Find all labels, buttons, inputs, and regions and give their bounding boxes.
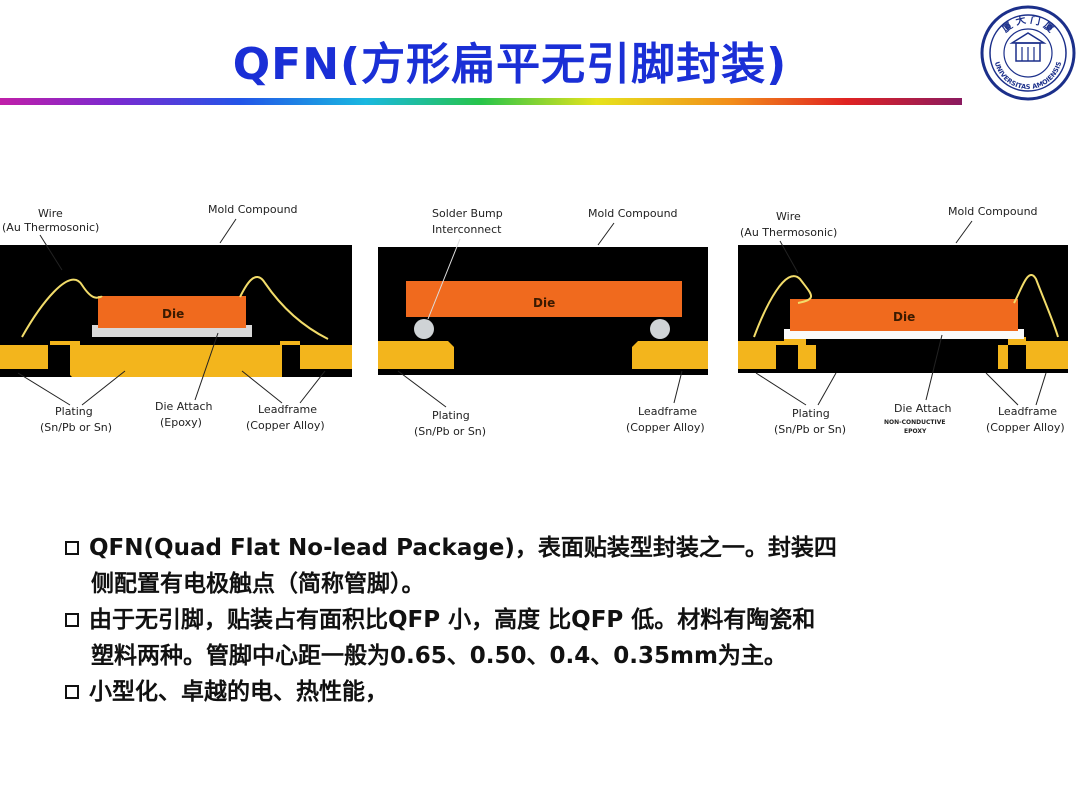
qfn-flip-chip-diagram: Die Solder Bump Interconnect Mold Compou… bbox=[378, 207, 708, 438]
leadframe-label: Leadframe (Copper Alloy) bbox=[626, 405, 705, 434]
svg-text:Plating: Plating bbox=[55, 405, 93, 418]
die-label: Die bbox=[893, 310, 915, 324]
plating-label: Plating (Sn/Pb or Sn) bbox=[414, 409, 486, 438]
mold-compound-label: Mold Compound bbox=[948, 205, 1038, 218]
qfn-nonconductive-epoxy-diagram: Die Wire (Au Thermosonic) Mold Compound … bbox=[738, 205, 1068, 436]
svg-text:(Au Thermosonic): (Au Thermosonic) bbox=[2, 221, 99, 234]
bullet-item: 由于无引脚，贴装占有面积比QFP 小，高度 比QFP 低。材料有陶瓷和 塑料两种… bbox=[65, 602, 1045, 674]
svg-text:Wire: Wire bbox=[38, 207, 63, 220]
square-bullet-icon bbox=[65, 613, 79, 627]
svg-text:Leadframe: Leadframe bbox=[638, 405, 697, 418]
svg-text:(Sn/Pb or Sn): (Sn/Pb or Sn) bbox=[40, 421, 112, 434]
plating-label: Plating (Sn/Pb or Sn) bbox=[774, 407, 846, 436]
svg-text:Interconnect: Interconnect bbox=[432, 223, 502, 236]
svg-text:Plating: Plating bbox=[792, 407, 830, 420]
svg-text:Wire: Wire bbox=[776, 210, 801, 223]
university-seal-logo: 厦 大 门 厦 UNIVERSITAS AMOIENSIS bbox=[980, 5, 1076, 101]
mold-compound-label: Mold Compound bbox=[208, 203, 298, 216]
wire-label: Wire (Au Thermosonic) bbox=[2, 207, 99, 234]
qfn-wire-bond-diagram: Die Wire (Au Thermosonic) Mold Compound … bbox=[0, 203, 352, 434]
svg-text:(Sn/Pb or Sn): (Sn/Pb or Sn) bbox=[774, 423, 846, 436]
svg-text:(Au Thermosonic): (Au Thermosonic) bbox=[740, 226, 837, 239]
leadframe-label: Leadframe (Copper Alloy) bbox=[246, 403, 325, 432]
svg-text:NON-CONDUCTIVE: NON-CONDUCTIVE bbox=[884, 419, 945, 426]
bullet-item: QFN(Quad Flat No-lead Package)，表面贴装型封装之一… bbox=[65, 530, 1045, 602]
die-attach-label: Die Attach (Epoxy) bbox=[155, 400, 213, 429]
bullet-list: QFN(Quad Flat No-lead Package)，表面贴装型封装之一… bbox=[65, 530, 1045, 710]
svg-text:(Epoxy): (Epoxy) bbox=[160, 416, 202, 429]
bullet-item: 小型化、卓越的电、热性能， bbox=[65, 674, 1045, 710]
page-title: QFN(方形扁平无引脚封装) bbox=[232, 39, 788, 90]
rainbow-divider bbox=[0, 98, 962, 105]
die-attach-label: Die Attach NON-CONDUCTIVE EPOXY bbox=[884, 402, 952, 435]
mold-compound-label: Mold Compound bbox=[588, 207, 678, 220]
svg-text:Leadframe: Leadframe bbox=[258, 403, 317, 416]
svg-text:(Sn/Pb or Sn): (Sn/Pb or Sn) bbox=[414, 425, 486, 438]
svg-text:Solder Bump: Solder Bump bbox=[432, 207, 503, 220]
square-bullet-icon bbox=[65, 541, 79, 555]
square-bullet-icon bbox=[65, 685, 79, 699]
svg-text:(Copper Alloy): (Copper Alloy) bbox=[626, 421, 705, 434]
leadframe-label: Leadframe (Copper Alloy) bbox=[986, 405, 1065, 434]
die-label: Die bbox=[162, 307, 184, 321]
svg-text:EPOXY: EPOXY bbox=[904, 428, 927, 435]
plating-label: Plating (Sn/Pb or Sn) bbox=[40, 405, 112, 434]
svg-text:Die Attach: Die Attach bbox=[155, 400, 213, 413]
solder-bump-label: Solder Bump Interconnect bbox=[432, 207, 503, 236]
svg-text:(Copper Alloy): (Copper Alloy) bbox=[246, 419, 325, 432]
svg-text:Die Attach: Die Attach bbox=[894, 402, 952, 415]
svg-text:(Copper Alloy): (Copper Alloy) bbox=[986, 421, 1065, 434]
die-label: Die bbox=[533, 296, 555, 310]
svg-text:Plating: Plating bbox=[432, 409, 470, 422]
wire-label: Wire (Au Thermosonic) bbox=[740, 210, 837, 239]
svg-text:Leadframe: Leadframe bbox=[998, 405, 1057, 418]
